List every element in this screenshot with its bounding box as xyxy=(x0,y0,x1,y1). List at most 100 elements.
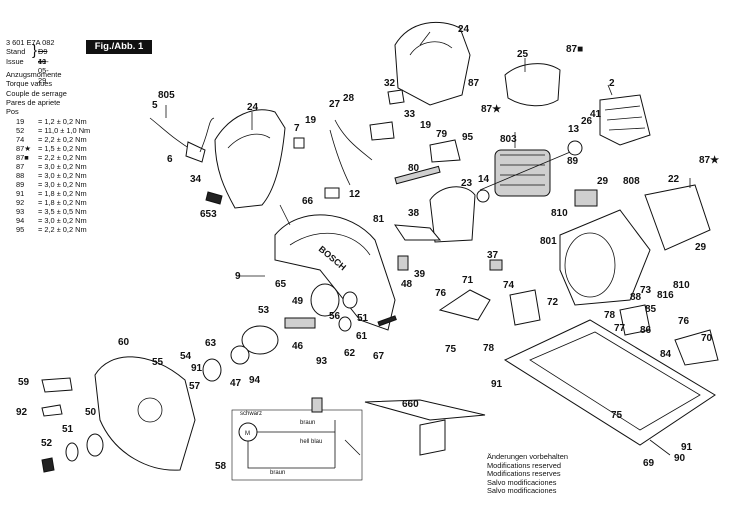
torque-pos: 92 xyxy=(16,198,25,207)
top-housing-shell xyxy=(394,21,471,106)
motor-symbol: M xyxy=(245,431,250,437)
torque-heading-fr: Couple de serrage xyxy=(6,88,67,98)
callout: 94 xyxy=(249,375,261,386)
torque-value: = 3,5 ± 0,5 Nm xyxy=(38,207,87,216)
callout: 57 xyxy=(189,381,201,392)
torque-row: 87= 3,0 ± 0,2 Nm xyxy=(16,162,87,171)
torque-pos: 93 xyxy=(16,207,25,216)
cable-clamp-7 xyxy=(293,137,305,149)
callout: 60 xyxy=(118,337,130,348)
stand-value: D9 41 xyxy=(38,47,48,66)
lower-blade-guard xyxy=(94,356,196,471)
parallel-guide xyxy=(364,399,486,456)
modification-notes: Änderungen vorbehalten Modifications res… xyxy=(487,452,568,496)
bushing-39 xyxy=(397,255,409,271)
callout: 54 xyxy=(180,351,192,362)
callout: 87■ xyxy=(566,44,583,55)
gear-49 xyxy=(310,283,340,317)
wire-label-brown-bottom: braun xyxy=(270,470,285,476)
bearing-47 xyxy=(230,345,250,365)
bearing-14 xyxy=(476,189,490,203)
torque-row: 87★= 1,5 ± 0,2 Nm xyxy=(16,144,87,153)
torque-pos: 89 xyxy=(16,180,25,189)
note-fr: Modifications reserves xyxy=(487,469,561,479)
torque-pos: 74 xyxy=(16,135,25,144)
power-cord xyxy=(149,117,215,163)
callout: 90 xyxy=(674,453,686,464)
issue-value: 10-05-29 xyxy=(38,56,49,85)
wire-label-brown: braun xyxy=(300,420,315,426)
callout: 51 xyxy=(62,424,74,435)
figure-label: Fig./Abb. 1 xyxy=(86,40,152,54)
callout: 34 xyxy=(190,174,202,185)
callout: 79 xyxy=(436,129,448,140)
callout: 810 xyxy=(551,208,568,219)
end-cap xyxy=(644,184,711,251)
torque-heading-de: Anzugsmomente xyxy=(6,70,62,79)
callout: 24 xyxy=(458,24,470,35)
torque-pos: 19 xyxy=(16,117,25,126)
callout: 46 xyxy=(292,341,304,352)
nut-52 xyxy=(41,457,55,473)
callout: 28 xyxy=(343,93,355,104)
callout: 51 xyxy=(357,313,369,324)
torque-value: = 1,2 ± 0,2 Nm xyxy=(38,117,87,126)
lever-59 xyxy=(41,377,73,393)
torque-pos: 94 xyxy=(16,216,25,225)
callout: 78 xyxy=(483,343,495,354)
callout: 660 xyxy=(402,399,419,410)
torque-pos: 87 xyxy=(16,162,25,171)
callout: 27 xyxy=(329,99,341,110)
callout: 71 xyxy=(462,275,474,286)
wiring-diagram: M schwarz braun hell blau braun xyxy=(231,397,363,481)
callout: 84 xyxy=(660,349,672,360)
spring-37 xyxy=(489,259,503,271)
callout: 26 xyxy=(581,116,593,127)
bearing-48 xyxy=(342,291,358,309)
torque-row: 52= 11,0 ± 1,0 Nm xyxy=(16,126,90,135)
callout: 80 xyxy=(408,163,420,174)
callout: 63 xyxy=(205,338,217,349)
upper-blade-guard: BOSCH xyxy=(274,214,396,331)
wire-28 xyxy=(334,119,373,161)
callout: 58 xyxy=(215,461,227,472)
torque-headings: Anzugsmomente Torque values Couple de se… xyxy=(6,70,67,116)
stand-label: Stand xyxy=(6,47,26,57)
armature xyxy=(479,149,576,197)
callout: 92 xyxy=(16,407,28,418)
callout: 6 xyxy=(167,154,173,165)
callout: 86 xyxy=(640,325,652,336)
callout: 93 xyxy=(316,356,328,367)
callout: 37 xyxy=(487,250,499,261)
washer-51 xyxy=(65,442,79,462)
callout: 62 xyxy=(344,348,356,359)
callout: 76 xyxy=(678,316,690,327)
wire-27 xyxy=(329,129,351,186)
clip-12 xyxy=(324,187,340,199)
callout: 88 xyxy=(630,292,642,303)
callout: 72 xyxy=(547,297,559,308)
callout: 32 xyxy=(384,78,396,89)
bearing-flange-53 xyxy=(241,325,279,355)
callout: 14 xyxy=(478,174,490,185)
callout: 47 xyxy=(230,378,242,389)
bracket-76 xyxy=(619,304,651,336)
callout: 816 xyxy=(657,290,674,301)
callout: 76 xyxy=(435,288,447,299)
callout: 653 xyxy=(200,209,217,220)
callout: 41 xyxy=(590,109,602,120)
torque-pos: 87■ xyxy=(16,153,29,162)
callout: 13 xyxy=(568,124,580,135)
callout: 19 xyxy=(420,120,432,131)
bracket-72 xyxy=(509,289,541,326)
torque-value: = 11,0 ± 1,0 Nm xyxy=(38,126,91,135)
torque-value: = 3,0 ± 0,2 Nm xyxy=(38,180,87,189)
torque-row: 92= 1,8 ± 0,2 Nm xyxy=(16,198,87,207)
torque-row: 93 = 3,5 ± 0,5 Nm xyxy=(16,207,87,216)
torque-row: 19 = 1,2 ± 0,2 Nm xyxy=(16,117,87,126)
callout: 73 xyxy=(640,285,652,296)
field-stator xyxy=(599,94,651,146)
callout: 81 xyxy=(373,214,385,225)
torque-heading-pos: Pos xyxy=(6,107,19,117)
pin-67 xyxy=(377,315,397,327)
